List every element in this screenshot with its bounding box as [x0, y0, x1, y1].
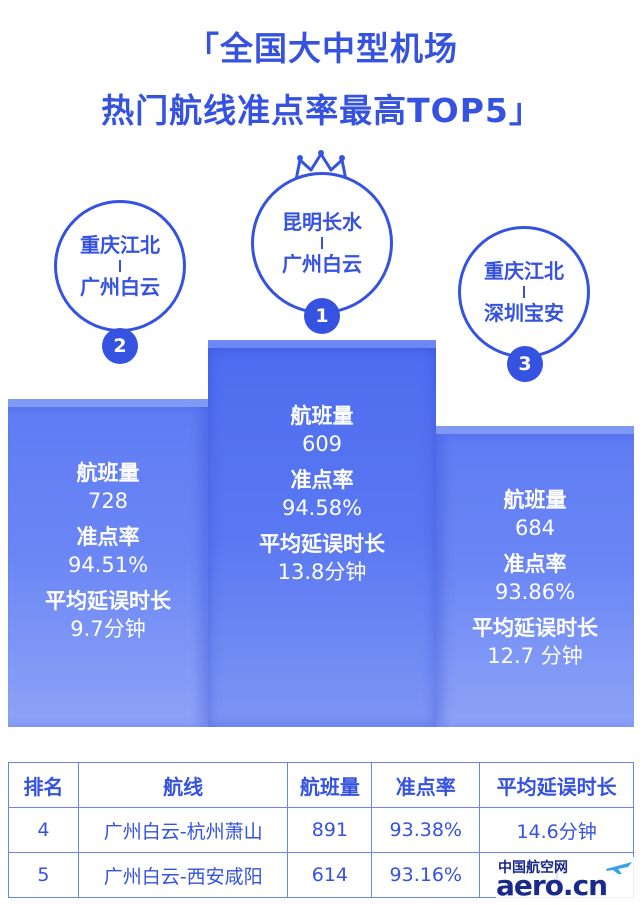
delay-label: 平均延误时长 [472, 616, 598, 640]
route-separator [119, 260, 121, 272]
flights-label: 航班量 [290, 404, 354, 428]
rank-1-origin: 昆明长水 [282, 210, 362, 234]
rank-2-ontime: 94.51% [67, 553, 149, 577]
cell-flights: 891 [287, 807, 373, 853]
ontime-label: 准点率 [76, 525, 140, 549]
cell-flights: 614 [287, 852, 373, 898]
header-route: 航线 [77, 762, 289, 808]
rank-2-delay: 9.7分钟 [70, 617, 146, 641]
ontime-label: 准点率 [503, 552, 567, 576]
header-rank: 排名 [8, 762, 79, 808]
cell-route: 广州白云-西安咸阳 [77, 852, 289, 898]
header-flights: 航班量 [287, 762, 373, 808]
flights-label: 航班量 [76, 461, 140, 485]
watermark-en: aero.cn [496, 869, 608, 902]
rank-2-badge: 重庆江北 广州白云 [54, 200, 186, 332]
rank-3-ontime: 93.86% [494, 580, 576, 604]
podium-right-cap [436, 426, 634, 434]
podium-rank-3: 航班量 684 准点率 93.86% 平均延误时长 12.7 分钟 [436, 434, 634, 727]
watermark-logo: 中国航空网 aero.cn [496, 857, 636, 902]
podium-mid-cap [208, 340, 436, 348]
rank-1-destination: 广州白云 [282, 252, 362, 276]
header-delay: 平均延误时长 [479, 762, 634, 808]
title-line-2: 热门航线准点率最高TOP5」 [101, 91, 543, 130]
rank-3-destination: 深圳宝安 [484, 301, 564, 325]
table-row: 4 广州白云-杭州萧山 891 93.38% 14.6分钟 [8, 807, 634, 853]
table-header-row: 排名 航线 航班量 准点率 平均延误时长 [8, 762, 634, 808]
podium-left-cap [8, 399, 208, 407]
podium-rank-2: 航班量 728 准点率 94.51% 平均延误时长 9.7分钟 [8, 407, 208, 727]
rank-1-flights: 609 [301, 432, 343, 456]
cell-ontime: 93.38% [371, 807, 481, 853]
rank-1-number: 1 [304, 298, 340, 334]
cell-rank: 4 [8, 807, 79, 853]
rank-2-destination: 广州白云 [80, 275, 160, 299]
cell-rank: 5 [8, 852, 79, 898]
ontime-label: 准点率 [290, 468, 354, 492]
watermark-cn: 中国航空网 [498, 860, 568, 876]
podium-rank-1: 航班量 609 准点率 94.58% 平均延误时长 13.8分钟 [208, 348, 436, 727]
cell-delay: 14.6分钟 [479, 807, 634, 853]
rank-3-delay: 12.7 分钟 [487, 644, 583, 668]
rank-2-origin: 重庆江北 [80, 233, 160, 257]
cell-ontime: 93.16% [371, 852, 481, 898]
title-line-1: 「全国大中型机场 [186, 29, 458, 68]
route-separator [321, 237, 323, 249]
route-separator [523, 286, 525, 298]
rank-1-delay: 13.8分钟 [277, 560, 367, 584]
rank-2-flights: 728 [87, 489, 129, 513]
header-ontime: 准点率 [371, 762, 481, 808]
flights-label: 航班量 [503, 488, 567, 512]
ranking-table: 排名 航线 航班量 准点率 平均延误时长 4 广州白云-杭州萧山 891 93.… [8, 762, 634, 898]
rank-3-flights: 684 [514, 516, 556, 540]
cell-route: 广州白云-杭州萧山 [77, 807, 289, 853]
rank-3-badge: 重庆江北 深圳宝安 [458, 226, 590, 358]
rank-1-ontime: 94.58% [281, 496, 363, 520]
delay-label: 平均延误时长 [45, 589, 171, 613]
delay-label: 平均延误时长 [259, 532, 385, 556]
rank-3-origin: 重庆江北 [484, 259, 564, 283]
rank-3-number: 3 [507, 346, 543, 382]
rank-1-badge: 昆明长水 广州白云 [251, 172, 393, 314]
rank-2-number: 2 [102, 328, 138, 364]
plane-icon [606, 862, 632, 874]
